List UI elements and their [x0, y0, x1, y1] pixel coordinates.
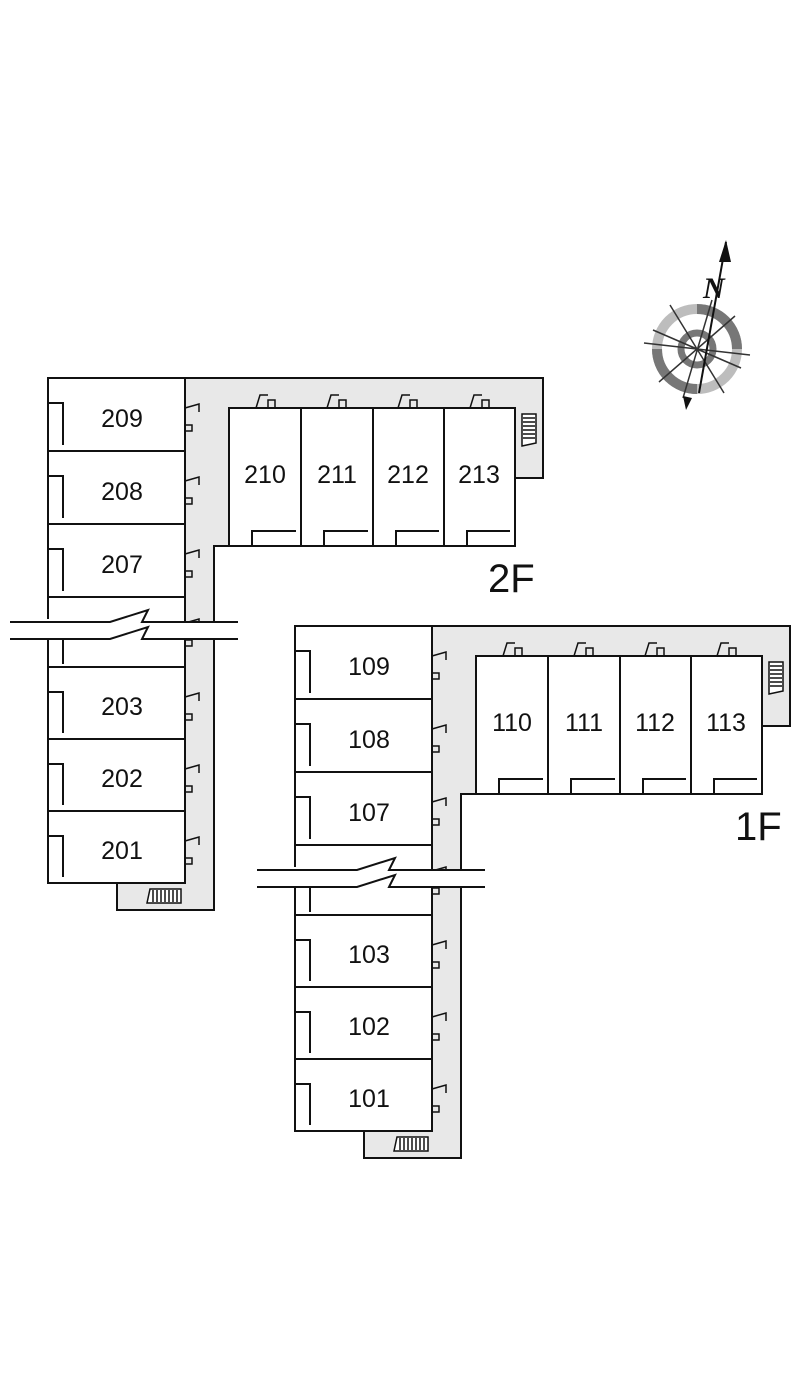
room-112[interactable] [619, 655, 692, 795]
room-label: 111 [565, 709, 603, 737]
room-label: 110 [492, 709, 532, 737]
closet-marks [251, 530, 510, 546]
stairs-icon [768, 661, 784, 695]
room-label: 211 [317, 461, 357, 489]
room-label: 213 [458, 461, 500, 489]
north-arrow-icon [698, 241, 727, 394]
room-label: 212 [387, 461, 429, 489]
break-line-upper [10, 608, 238, 623]
room-label: 202 [101, 765, 143, 793]
room-label: 209 [101, 405, 143, 433]
room-213[interactable] [443, 407, 516, 547]
room-201[interactable] [47, 810, 186, 884]
room-101[interactable] [294, 1058, 433, 1132]
room-label: 107 [348, 799, 390, 827]
room-label: 108 [348, 726, 390, 754]
room-label: 109 [348, 653, 390, 681]
compass-icon: N [643, 240, 751, 410]
room-label: 208 [101, 478, 143, 506]
stairs-icon [521, 413, 537, 447]
break-line-lower [257, 873, 485, 888]
room-202[interactable] [47, 738, 186, 812]
break-line-lower [10, 625, 238, 640]
door-marks [184, 403, 200, 865]
room-label: 201 [101, 837, 143, 865]
door-marks [431, 651, 447, 1113]
room-107[interactable] [294, 771, 433, 846]
north-room-row-2f [228, 394, 516, 547]
room-211[interactable] [300, 407, 374, 547]
break-line [10, 608, 238, 640]
room-label: 113 [706, 709, 746, 737]
room-label: 112 [635, 709, 675, 737]
room-label: 203 [101, 693, 143, 721]
stairs-icon [393, 1136, 429, 1152]
north-room-row-1f [475, 642, 763, 795]
room-103[interactable] [294, 914, 433, 988]
room-label: 101 [348, 1085, 390, 1113]
break-line [257, 856, 485, 888]
room-108[interactable] [294, 698, 433, 773]
floor-label-2f: 2F [488, 557, 535, 601]
room-label: 210 [244, 461, 286, 489]
west-room-stack-1f [294, 625, 447, 1132]
break-line-upper [257, 856, 485, 871]
room-111[interactable] [547, 655, 621, 795]
floor-label-1f: 1F [735, 805, 782, 849]
floor-1f: 109 108 107 103 102 101 110 111 112 113 [257, 625, 791, 1159]
room-label: 103 [348, 941, 390, 969]
room-207[interactable] [47, 523, 186, 598]
room-113[interactable] [690, 655, 763, 795]
closet-marks [498, 778, 757, 794]
door-marks [502, 642, 737, 657]
room-210[interactable] [228, 407, 302, 547]
room-label: 102 [348, 1013, 390, 1041]
west-room-stack-2f [47, 377, 200, 884]
room-label: 207 [101, 551, 143, 579]
room-208[interactable] [47, 450, 186, 525]
room-110[interactable] [475, 655, 549, 795]
floor-2f: 209 208 207 203 202 201 210 211 212 213 [10, 377, 544, 911]
room-102[interactable] [294, 986, 433, 1060]
stairs-icon [146, 888, 182, 904]
door-marks [255, 394, 490, 409]
north-label: N [702, 272, 726, 305]
